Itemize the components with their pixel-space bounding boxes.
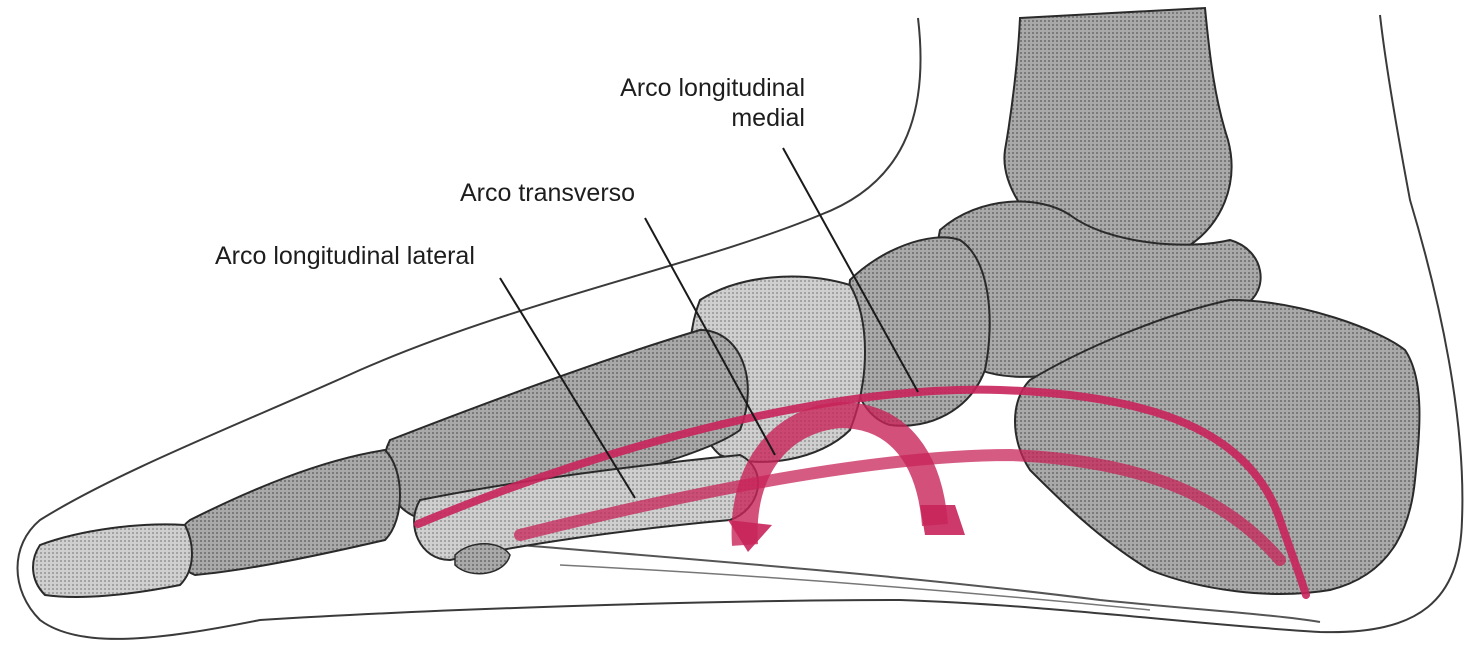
sesamoid-bones: [455, 544, 510, 574]
proximal-phalanx: [176, 450, 400, 575]
transverse-arch-arrowhead-right: [920, 505, 965, 535]
distal-phalanx: [33, 524, 192, 597]
label-lateral-longitudinal-arch: Arco longitudinal lateral: [215, 241, 475, 271]
label-medial-line1: Arco longitudinal: [565, 73, 805, 103]
label-medial-longitudinal-arch: Arco longitudinal medial: [565, 73, 805, 133]
label-transverse-arch: Arco transverso: [460, 178, 635, 208]
label-medial-line2: medial: [565, 103, 805, 133]
